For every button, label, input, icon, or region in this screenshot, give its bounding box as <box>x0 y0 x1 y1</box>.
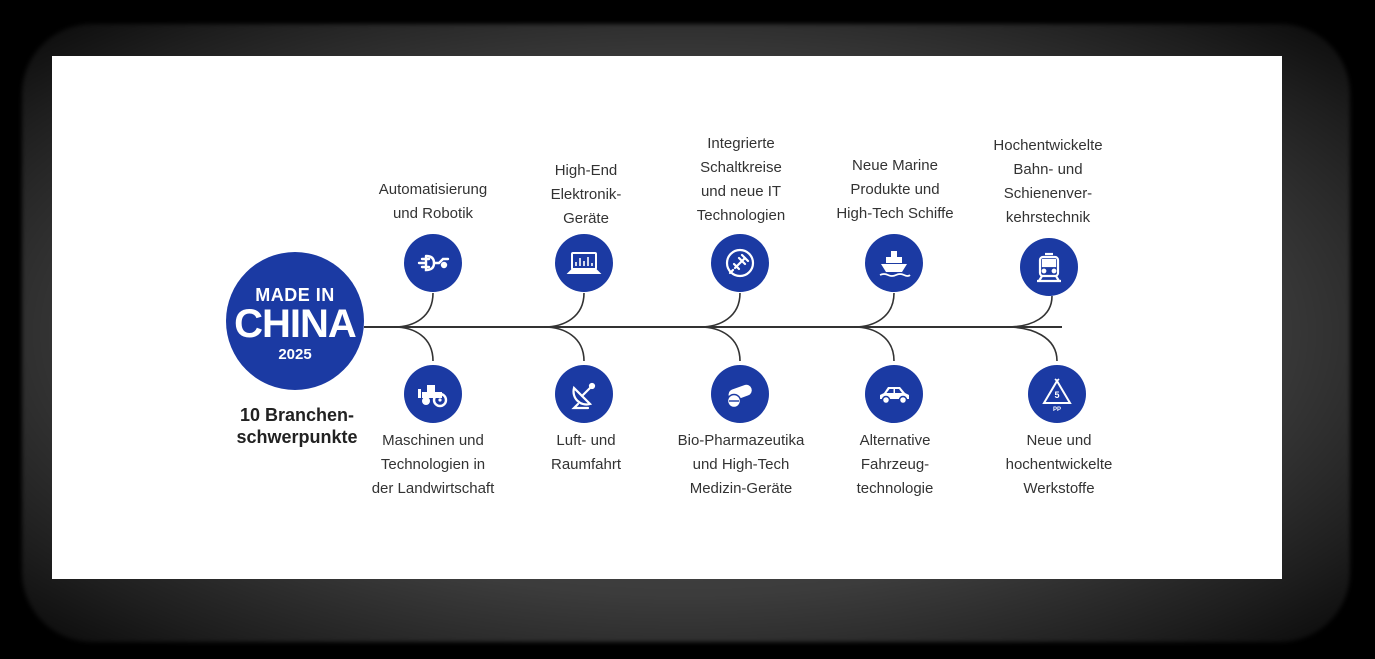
caption-line-2: schwerpunkte <box>236 427 358 447</box>
svg-text:5: 5 <box>1054 390 1059 400</box>
branch-bottom-5 <box>1006 326 1058 362</box>
satellite-dish-icon <box>555 365 613 423</box>
sector-label-integrated-circuits: Integrierte Schaltkreise und neue IT Tec… <box>696 135 786 224</box>
sector-label-electronics: High-End Elektronik- Geräte <box>550 162 622 227</box>
branch-bottom-4 <box>853 326 895 362</box>
branch-top-1 <box>393 292 434 328</box>
sector-label-rail: Hochentwickelte Bahn- und Schienenver- k… <box>993 137 1103 226</box>
branch-top-5 <box>1006 295 1053 328</box>
logo-line-2: CHINA <box>234 302 357 346</box>
svg-text:PP: PP <box>1053 407 1061 413</box>
branch-top-2 <box>543 292 585 328</box>
ship-icon <box>865 234 923 292</box>
branch-top-4 <box>853 292 895 328</box>
timeline-connector <box>364 292 1062 362</box>
sector-label-agriculture: Maschinen und Technologien in der Landwi… <box>371 432 495 497</box>
sector-label-aerospace: Luft- und Raumfahrt <box>550 432 622 473</box>
caption-line-1: 10 Branchen- <box>239 405 355 425</box>
pill-icon <box>711 365 769 423</box>
sector-label-materials: Neue und hochentwickelte Werkstoffe <box>1005 432 1113 497</box>
made-in-china-logo: MADE IN CHINA 2025 <box>226 252 364 390</box>
diagram-caption: 10 Branchen- schwerpunkte <box>212 404 382 448</box>
branch-top-3 <box>699 292 741 328</box>
car-icon <box>865 365 923 423</box>
recycling-icon: 5 PP <box>1028 365 1086 423</box>
robot-arm-icon <box>404 234 462 292</box>
diagram-canvas: MADE IN CHINA 2025 10 Branchen- schwerpu… <box>52 56 1282 579</box>
sector-label-alt-vehicles: Alternative Fahrzeug- technologie <box>856 432 934 497</box>
power-plug-icon <box>711 234 769 292</box>
logo-line-3: 2025 <box>278 346 312 363</box>
train-icon <box>1020 238 1078 296</box>
sector-label-biopharma: Bio-Pharmazeutika und High-Tech Medizin-… <box>677 432 805 497</box>
sector-label-marine: Neue Marine Produkte und High-Tech Schif… <box>836 157 954 222</box>
logo-line-1: MADE IN <box>255 285 335 305</box>
sector-label-automation: Automatisierung und Robotik <box>378 181 488 222</box>
branch-bottom-3 <box>699 326 741 362</box>
branch-bottom-1 <box>393 326 434 362</box>
branch-bottom-2 <box>543 326 585 362</box>
tractor-icon <box>404 365 462 423</box>
laptop-icon <box>555 234 613 292</box>
